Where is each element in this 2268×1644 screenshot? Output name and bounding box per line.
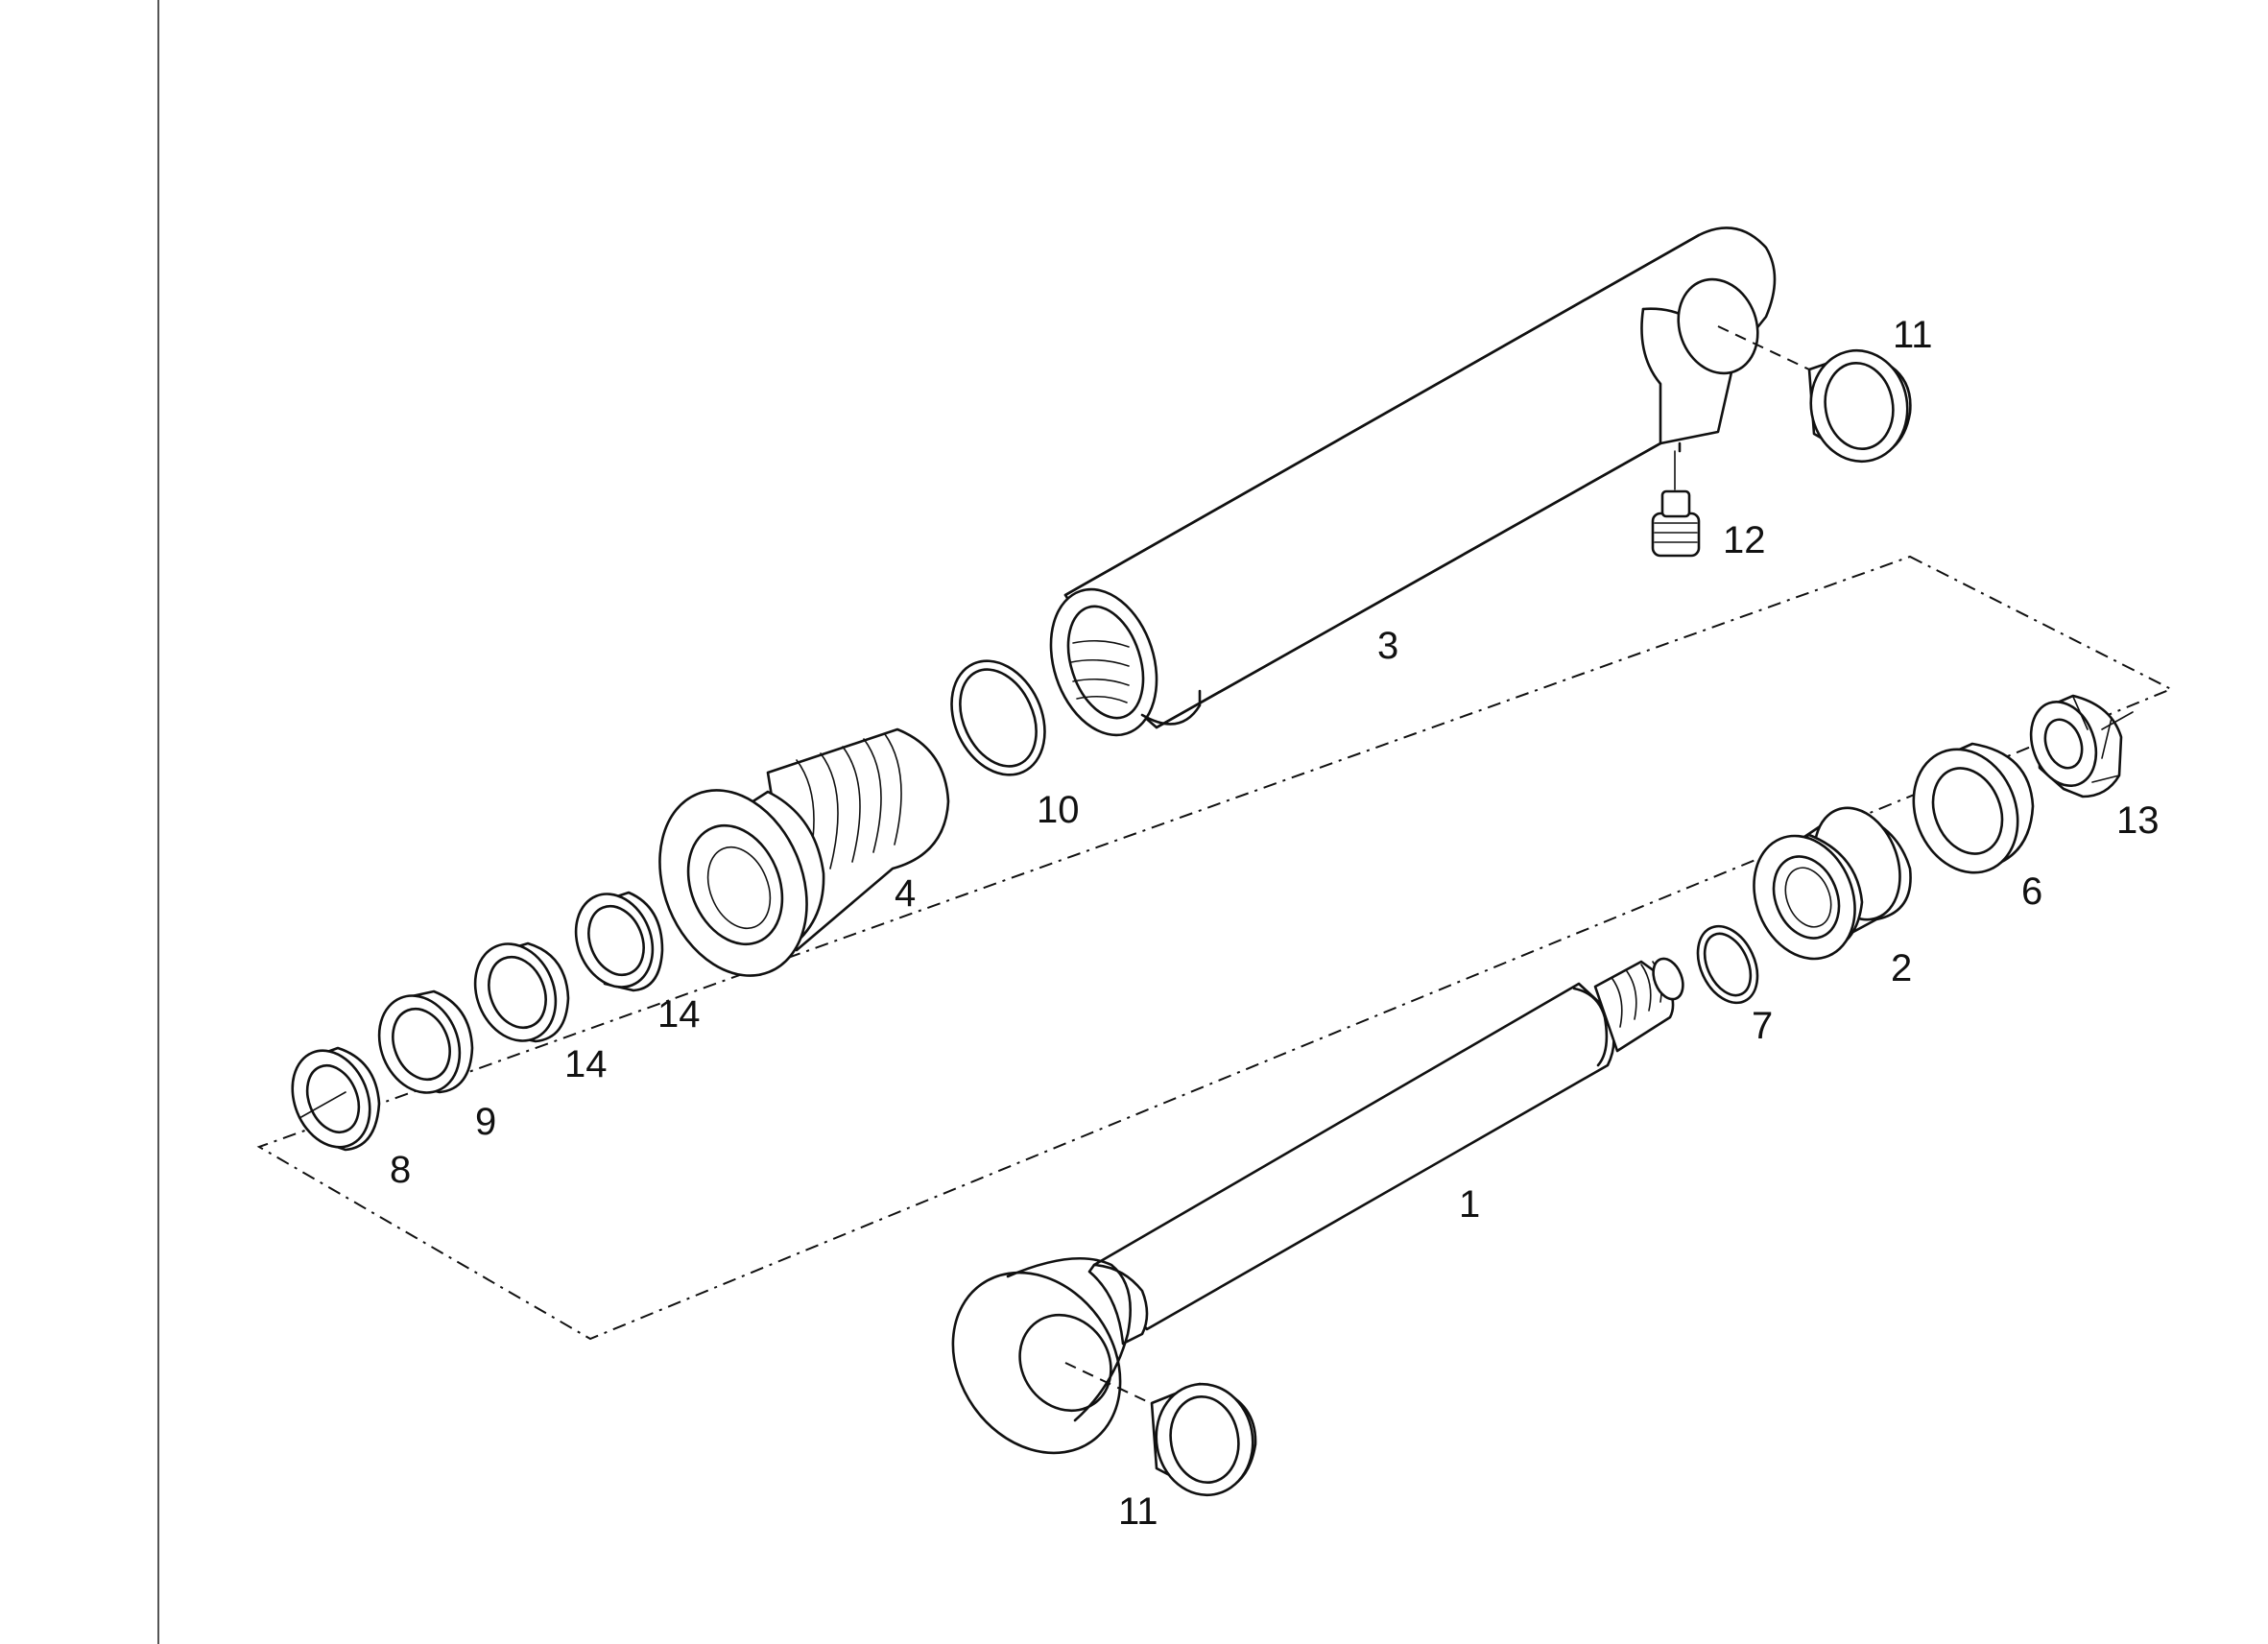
callout-13: 13 bbox=[2116, 799, 2160, 842]
callout-3: 3 bbox=[1377, 625, 1398, 667]
callout-8: 8 bbox=[390, 1149, 411, 1191]
part-1-piston-rod bbox=[951, 957, 1684, 1455]
callout-10: 10 bbox=[1037, 789, 1080, 831]
part-12-grease-nipple bbox=[1651, 489, 1701, 558]
callout-7: 7 bbox=[1752, 1005, 1773, 1047]
part-2-piston bbox=[1753, 806, 1912, 961]
assembly-boundary bbox=[256, 555, 2174, 1341]
callout-2: 2 bbox=[1891, 947, 1912, 989]
callout-14-upper: 14 bbox=[657, 993, 701, 1036]
callout-14-lower: 14 bbox=[564, 1043, 608, 1085]
part-11-bottom-bushing bbox=[1150, 1382, 1257, 1497]
callout-6: 6 bbox=[2021, 870, 2042, 913]
part-6-piston-nut bbox=[1912, 742, 2035, 874]
callout-11-bottom: 11 bbox=[1118, 1490, 1158, 1533]
part-13-hex-nut bbox=[2029, 694, 2123, 798]
part-3-cylinder-tube bbox=[1049, 226, 1777, 737]
callout-4: 4 bbox=[895, 872, 916, 915]
callout-12: 12 bbox=[1723, 519, 1766, 561]
part-8-retaining-ring bbox=[291, 1046, 381, 1152]
part-14-upper-seal bbox=[574, 891, 664, 992]
part-4-gland-head bbox=[658, 727, 950, 977]
callout-1: 1 bbox=[1459, 1183, 1480, 1226]
part-9-wiper-ring bbox=[377, 989, 474, 1094]
part-11-top-bushing bbox=[1807, 348, 1912, 464]
callout-9: 9 bbox=[475, 1101, 496, 1143]
part-14-lower-seal bbox=[473, 941, 570, 1043]
part-10-o-ring bbox=[950, 659, 1046, 776]
part-7-o-ring bbox=[1696, 924, 1759, 1005]
callout-11-top: 11 bbox=[1893, 314, 1933, 356]
